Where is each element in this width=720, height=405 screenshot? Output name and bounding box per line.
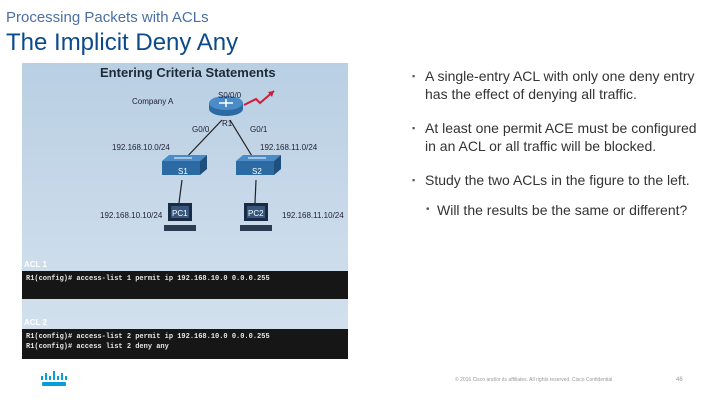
page-number: 46 xyxy=(676,377,683,383)
port-g00-label: G0/0 xyxy=(192,125,210,134)
bullet-item: ▪ A single-entry ACL with only one deny … xyxy=(412,67,702,103)
switch-s1-icon xyxy=(162,155,207,175)
topology-figure: Entering Criteria Statements xyxy=(22,63,348,359)
pc2-ip-label: 192.168.11.10/24 xyxy=(282,211,344,220)
switch-s2-label: S2 xyxy=(252,167,262,176)
bullet-item: ▪ At least one permit ACE must be config… xyxy=(412,119,702,155)
company-label: Company A xyxy=(132,97,174,106)
acl2-label: ACL 2 xyxy=(24,318,47,327)
bullet-text: At least one permit ACE must be configur… xyxy=(425,120,697,154)
sub-bullet-text: Will the results be the same or differen… xyxy=(437,202,688,218)
sub-bullet-item: • Will the results be the same or differ… xyxy=(412,201,702,219)
acl1-terminal: R1(config)# access-list 1 permit ip 192.… xyxy=(22,271,348,299)
acl1-label: ACL 1 xyxy=(24,260,47,269)
figure-heading: Entering Criteria Statements xyxy=(100,65,276,80)
port-g01-label: G0/1 xyxy=(250,125,268,134)
network-right-label: 192.168.11.0/24 xyxy=(260,143,318,152)
acl2-line: R1(config)# access list 2 deny any xyxy=(26,343,169,351)
topology-diagram xyxy=(162,90,281,231)
acl1-line: R1(config)# access-list 1 permit ip 192.… xyxy=(26,275,270,283)
serial-port-label: S0/0/0 xyxy=(218,91,242,100)
square-bullet-icon: ▪ xyxy=(412,175,416,185)
network-left-label: 192.168.10.0/24 xyxy=(112,143,170,152)
square-bullet-icon: ▪ xyxy=(412,71,416,81)
router-label: R1 xyxy=(222,119,233,128)
pc1-ip-label: 192.168.10.10/24 xyxy=(100,211,163,220)
bullet-text: Study the two ACLs in the figure to the … xyxy=(425,172,690,188)
slide-title: The Implicit Deny Any xyxy=(6,29,239,56)
switch-s2-icon xyxy=(236,155,281,175)
pc1-label: PC1 xyxy=(172,209,188,218)
acl2-terminal: R1(config)# access-list 2 permit ip 192.… xyxy=(22,329,348,359)
bullet-text: A single-entry ACL with only one deny en… xyxy=(425,68,695,102)
pc2-label: PC2 xyxy=(248,209,264,218)
slide-supertitle: Processing Packets with ACLs xyxy=(6,9,209,26)
dot-bullet-icon: • xyxy=(426,204,430,215)
acl2-line: R1(config)# access-list 2 permit ip 192.… xyxy=(26,333,270,341)
bullet-item: ▪ Study the two ACLs in the figure to th… xyxy=(412,171,702,189)
square-bullet-icon: ▪ xyxy=(412,123,416,133)
bullet-list: ▪ A single-entry ACL with only one deny … xyxy=(412,67,702,219)
pc1-icon xyxy=(164,203,196,231)
pc2-icon xyxy=(240,203,272,231)
switch-s1-label: S1 xyxy=(178,167,188,176)
cisco-logo-icon xyxy=(41,371,67,386)
footer-copyright: © 2016 Cisco and/or its affiliates. All … xyxy=(455,377,613,383)
